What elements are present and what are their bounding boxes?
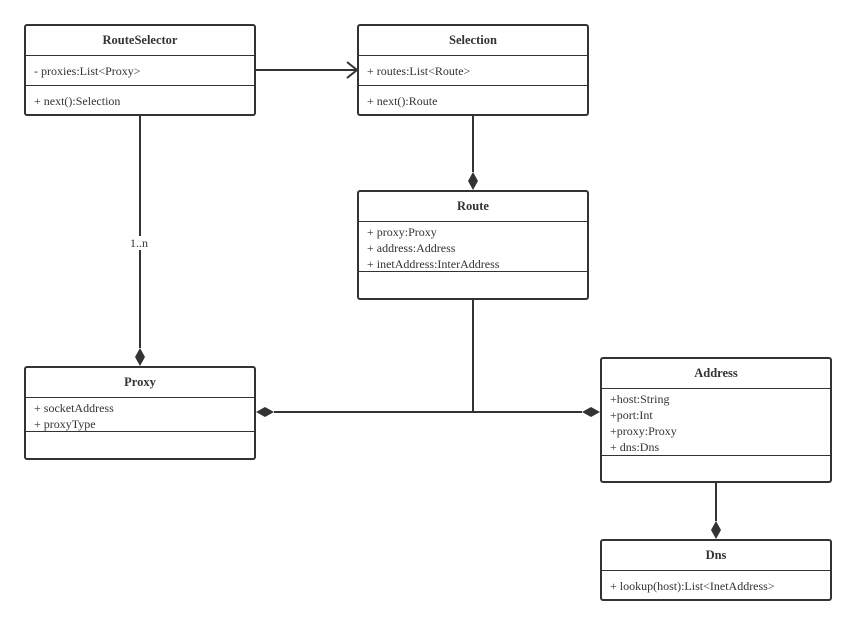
class-name: Selection [359, 26, 587, 56]
class-name: Dns [602, 541, 830, 571]
attribute-row: + socketAddress [34, 401, 114, 415]
attribute-row: + proxy:Proxy [367, 225, 437, 239]
class-name: Proxy [26, 368, 254, 398]
class-operations [602, 456, 830, 460]
class-route[interactable]: Route + proxy:Proxy + address:Address + … [357, 190, 589, 300]
composition-route-proxy-diamond [256, 407, 274, 417]
class-operations [359, 272, 587, 276]
class-name: RouteSelector [26, 26, 254, 56]
operation-row: + lookup(host):List<InetAddress> [610, 579, 775, 593]
class-operations: + next():Route [359, 86, 587, 111]
operation-row: + next():Route [367, 94, 438, 108]
attribute-row: + dns:Dns [610, 440, 660, 454]
class-route-selector[interactable]: RouteSelector - proxies:List<Proxy> + ne… [24, 24, 256, 116]
composition-routeselector-proxy-diamond [135, 348, 145, 366]
class-address[interactable]: Address +host:String +port:Int +proxy:Pr… [600, 357, 832, 483]
class-proxy[interactable]: Proxy + socketAddress + proxyType [24, 366, 256, 460]
attribute-row: +proxy:Proxy [610, 424, 677, 438]
attribute-row: + routes:List<Route> [367, 64, 471, 78]
class-name: Address [602, 359, 830, 389]
attribute-row: +host:String [610, 392, 670, 406]
attribute-row: + inetAddress:InterAddress [367, 257, 500, 271]
class-attributes: +host:String +port:Int +proxy:Proxy + dn… [602, 389, 830, 456]
class-selection[interactable]: Selection + routes:List<Route> + next():… [357, 24, 589, 116]
class-attributes: - proxies:List<Proxy> [26, 56, 254, 86]
composition-selection-route-diamond [468, 172, 478, 190]
attribute-row: - proxies:List<Proxy> [34, 64, 141, 78]
attribute-row: + proxyType [34, 417, 96, 431]
class-attributes: + routes:List<Route> [359, 56, 587, 86]
composition-address-dns-diamond [711, 521, 721, 539]
class-operations [26, 432, 254, 436]
class-attributes: + socketAddress + proxyType [26, 398, 254, 432]
attribute-row: + address:Address [367, 241, 456, 255]
attribute-row: +port:Int [610, 408, 653, 422]
class-attributes: + proxy:Proxy + address:Address + inetAd… [359, 222, 587, 272]
multiplicity-label: 1..n [129, 236, 149, 250]
class-name: Route [359, 192, 587, 222]
operation-row: + next():Selection [34, 94, 121, 108]
class-operations: + next():Selection [26, 86, 254, 111]
composition-route-address-diamond [582, 407, 600, 417]
class-dns[interactable]: Dns + lookup(host):List<InetAddress> [600, 539, 832, 601]
class-operations: + lookup(host):List<InetAddress> [602, 571, 830, 596]
